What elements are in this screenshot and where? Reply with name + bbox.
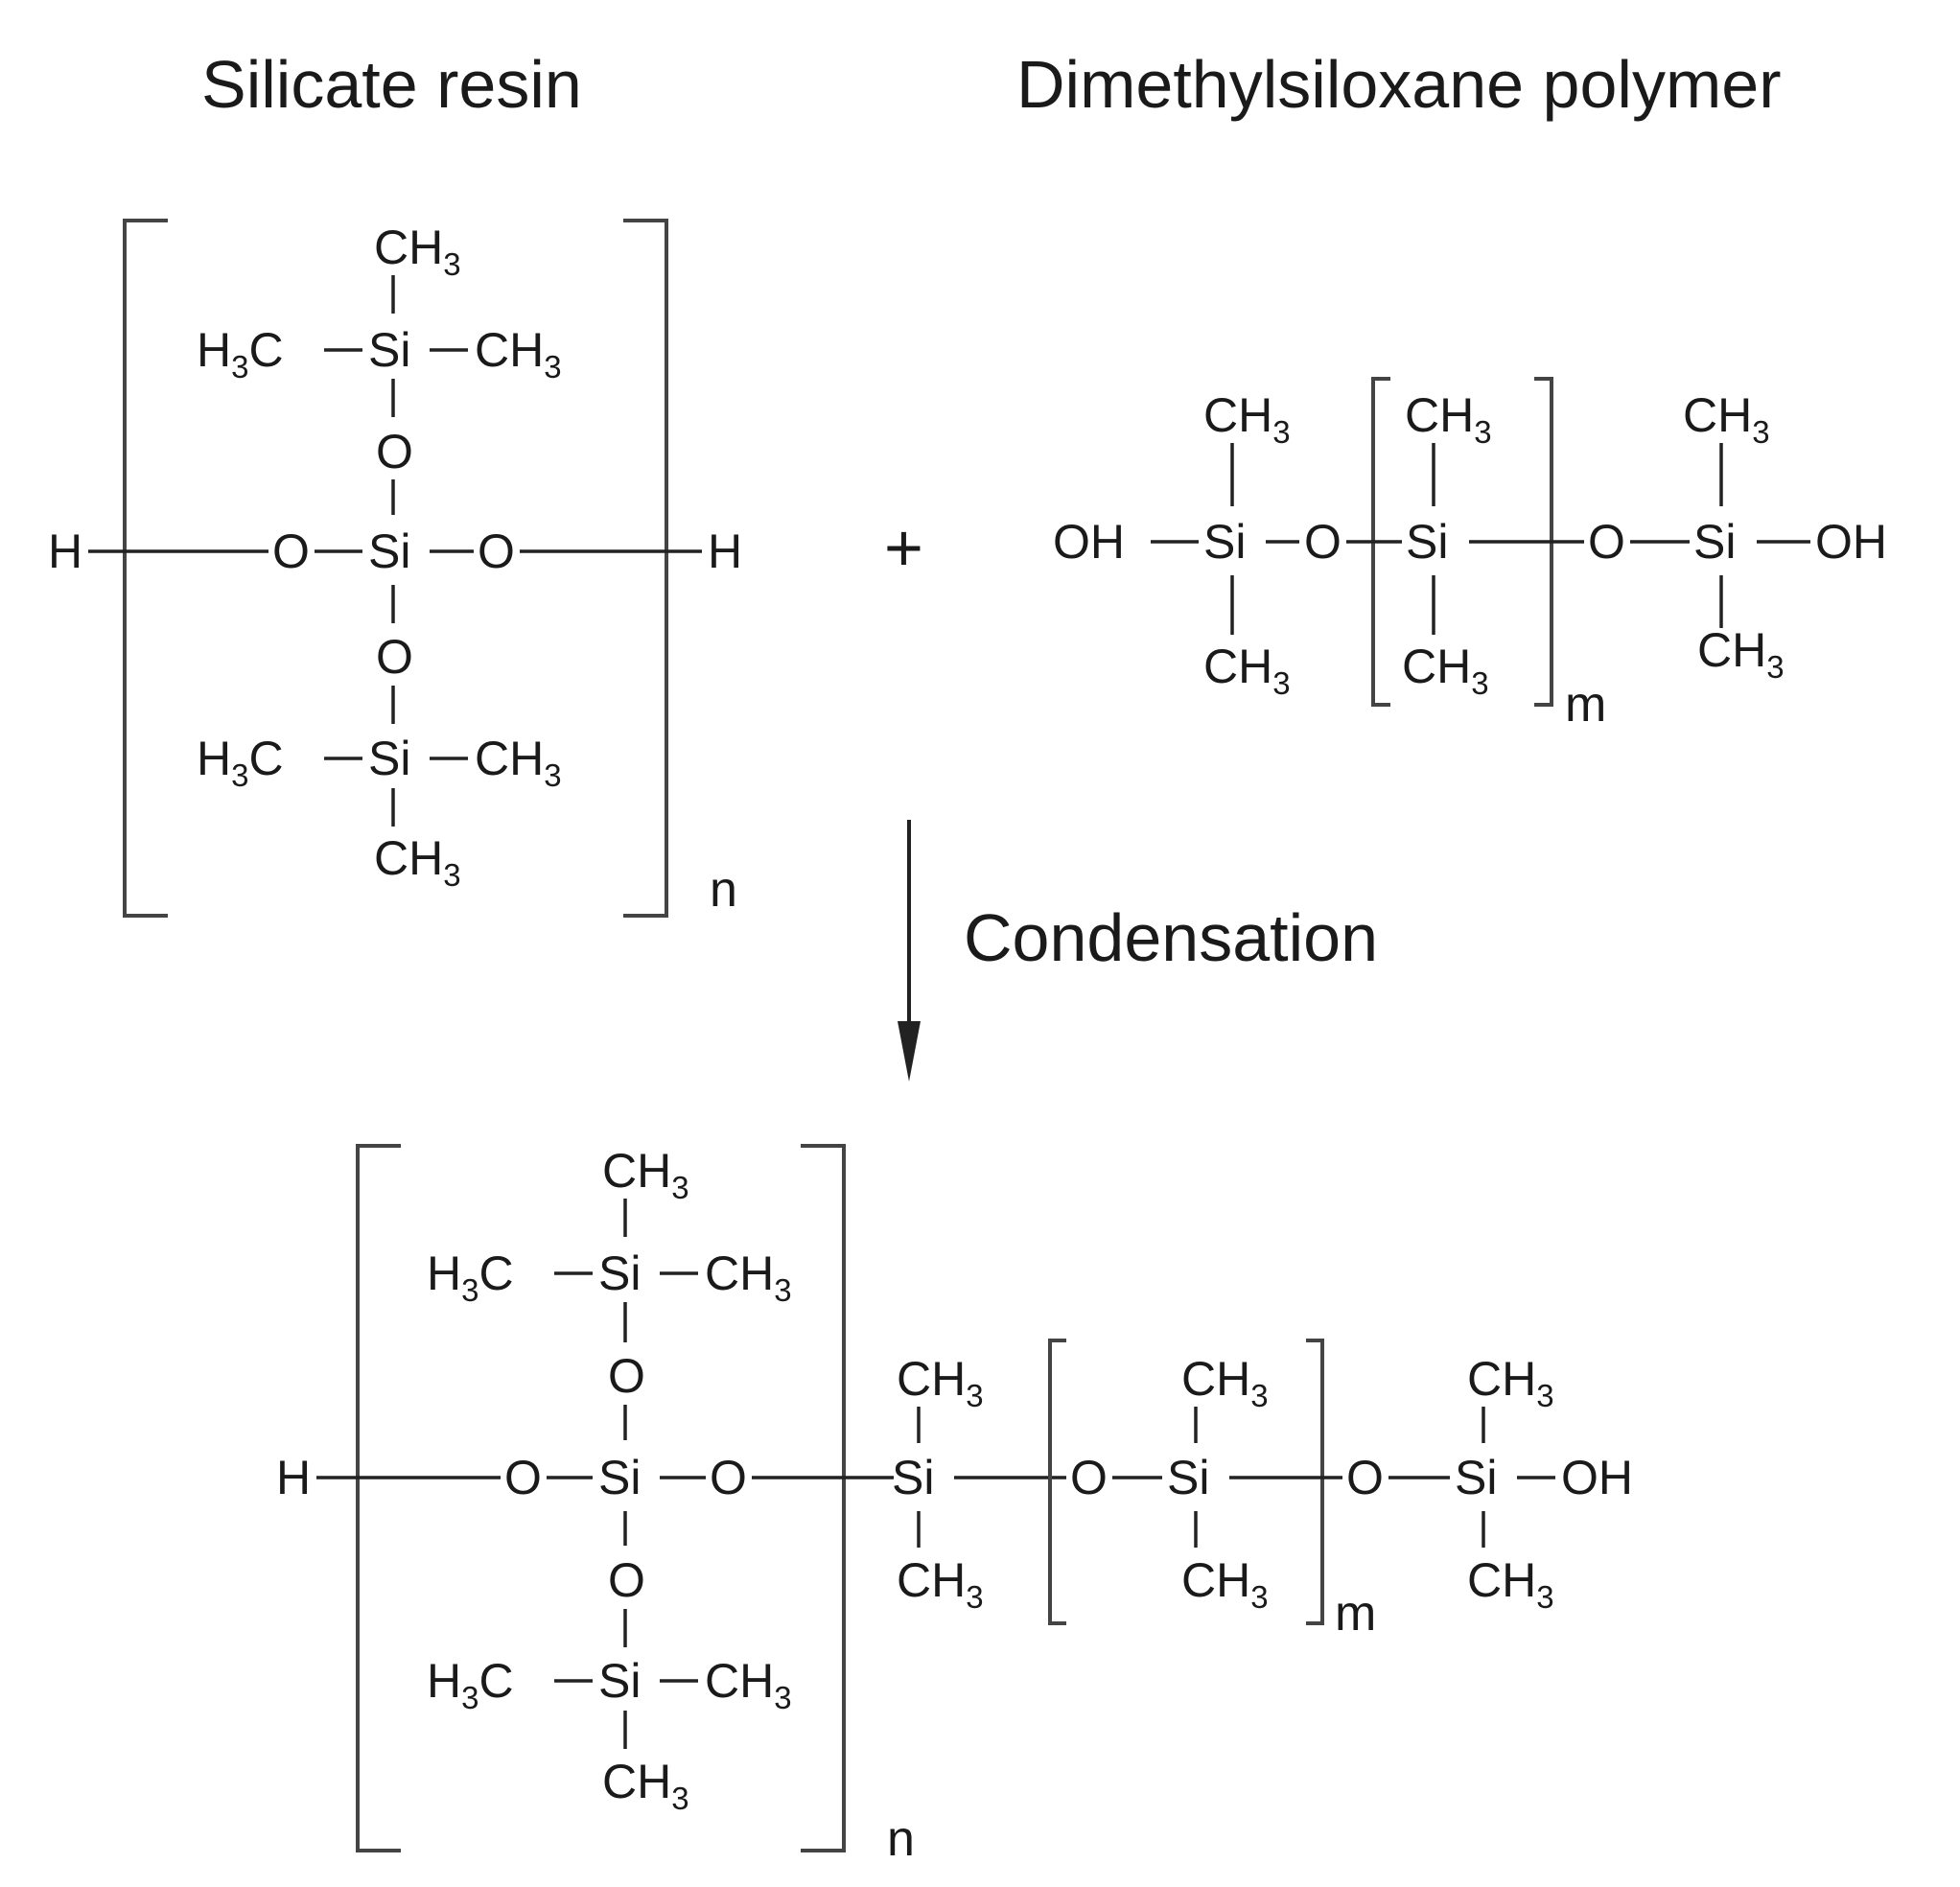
resin-repeat-index-n: n: [710, 862, 737, 918]
polymer-bottom-ch3-3: CH3: [1697, 623, 1785, 685]
polymer-bottom-ch3-2: CH3: [1402, 640, 1489, 701]
product-m-o: O: [1070, 1451, 1108, 1504]
product-bottom-ch3: CH3: [602, 1755, 689, 1816]
polymer-top-ch3-2: CH3: [1405, 388, 1492, 450]
silicate-resin-structure: n CH3 H3C Si CH3 O H O Si O H O H3C Si C…: [48, 219, 742, 918]
resin-lower-ch3: CH3: [475, 732, 562, 793]
resin-upper-si: Si: [368, 323, 410, 377]
resin-right-o: O: [478, 524, 515, 578]
product-right-bracket: [801, 1144, 846, 1852]
polymer-si-3: Si: [1693, 515, 1736, 569]
resin-left-o: O: [272, 524, 310, 578]
product-m-si: Si: [1167, 1451, 1209, 1504]
product-lower-ch3: CH3: [705, 1654, 792, 1715]
polymer-si-2: Si: [1406, 515, 1448, 569]
product-si-a-top-ch3: CH3: [897, 1352, 984, 1413]
resin-lower-si: Si: [368, 732, 410, 785]
product-lower-h3c: H3C: [427, 1654, 514, 1715]
product-si-a: Si: [892, 1451, 934, 1504]
product-left-o: O: [504, 1451, 542, 1504]
product-repeat-index-m: m: [1335, 1586, 1376, 1642]
product-m-left-bracket: [1048, 1339, 1066, 1625]
product-lower-si: Si: [598, 1654, 641, 1708]
product-upper-o: O: [608, 1349, 645, 1403]
silicate-resin-title: Silicate resin: [201, 47, 582, 122]
resin-upper-h3c: H3C: [197, 323, 284, 384]
product-top-ch3: CH3: [602, 1144, 689, 1205]
plus-sign: +: [884, 510, 923, 585]
resin-upper-o: O: [376, 425, 413, 478]
product-left-bracket: [356, 1144, 401, 1852]
product-lower-o: O: [608, 1553, 645, 1607]
resin-right-bracket: [623, 219, 668, 918]
product-repeat-index-n: n: [887, 1811, 915, 1867]
product-m-top-ch3: CH3: [1181, 1352, 1269, 1413]
polymer-repeat-index-m: m: [1565, 677, 1606, 733]
product-upper-si: Si: [598, 1246, 641, 1300]
dimethylsiloxane-polymer-title: Dimethylsiloxane polymer: [1016, 47, 1782, 122]
resin-right-h: H: [708, 524, 742, 578]
product-left-h: H: [276, 1451, 311, 1504]
polymer-top-ch3-1: CH3: [1203, 388, 1291, 450]
product-upper-h3c: H3C: [427, 1246, 514, 1308]
resin-top-ch3: CH3: [374, 221, 461, 282]
polymer-left-oh: OH: [1053, 515, 1125, 569]
polymer-o-2: O: [1588, 515, 1625, 569]
product-center-si: Si: [598, 1451, 641, 1504]
polymer-si-1: Si: [1203, 515, 1246, 569]
resin-left-h: H: [48, 524, 82, 578]
product-m-right-bracket: [1306, 1339, 1324, 1625]
product-right-o: O: [710, 1451, 747, 1504]
product-terminal-oh: OH: [1561, 1451, 1633, 1504]
resin-bottom-ch3: CH3: [374, 831, 461, 893]
product-upper-ch3: CH3: [705, 1246, 792, 1308]
product-si-a-bottom-ch3: CH3: [897, 1553, 984, 1615]
polymer-o-1: O: [1304, 515, 1342, 569]
product-m-bottom-ch3: CH3: [1181, 1553, 1269, 1615]
resin-lower-o: O: [376, 630, 413, 684]
product-terminal-top-ch3: CH3: [1467, 1352, 1554, 1413]
product-terminal-bottom-ch3: CH3: [1467, 1553, 1554, 1615]
dimethylsiloxane-polymer-structure: CH3 OH Si O CH3 m CH3 Si CH3 O CH3 Si OH…: [1053, 377, 1887, 733]
resin-upper-ch3: CH3: [475, 323, 562, 384]
product-structure: n CH3 H3C Si CH3 O H O Si O O H3C Si CH3…: [276, 1144, 1633, 1867]
reaction-arrow-head: [898, 1021, 921, 1082]
resin-lower-h3c: H3C: [197, 732, 284, 793]
polymer-right-oh: OH: [1815, 515, 1887, 569]
resin-center-si: Si: [368, 524, 410, 578]
resin-left-bracket: [123, 219, 168, 918]
product-terminal-o: O: [1346, 1451, 1384, 1504]
condensation-label: Condensation: [964, 900, 1378, 975]
product-terminal-si: Si: [1455, 1451, 1497, 1504]
polymer-bottom-ch3-1: CH3: [1203, 640, 1291, 701]
polymer-top-ch3-3: CH3: [1683, 388, 1770, 450]
